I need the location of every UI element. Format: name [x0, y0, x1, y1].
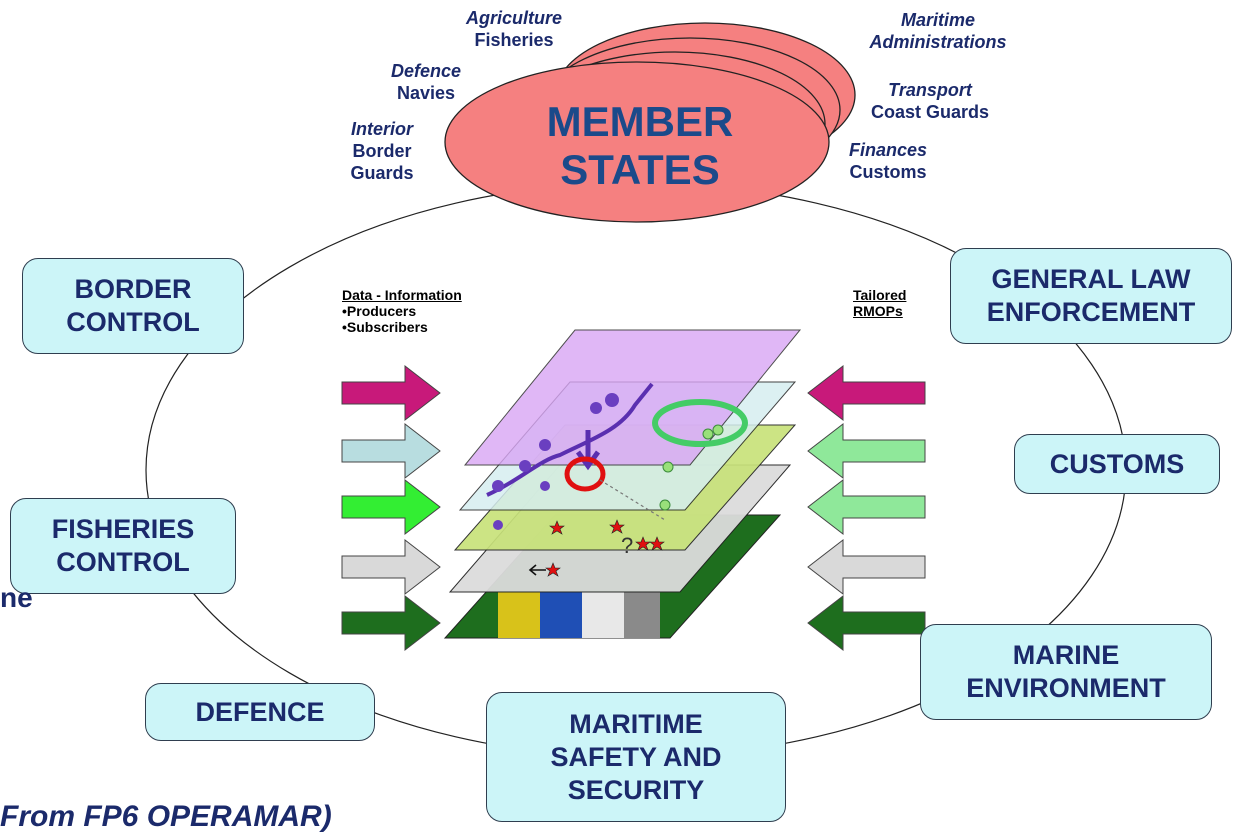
tailored-title: Tailored [853, 287, 907, 303]
ministry-defence: Defence Navies [378, 60, 474, 104]
ministry-defence-regular: Navies [396, 83, 456, 103]
rmops-title: RMOPs [853, 303, 903, 319]
vessel-track [486, 382, 654, 497]
subscribers-item: •Subscribers [342, 319, 428, 335]
highlight-circle-green [652, 399, 748, 447]
satellite-tile-white [582, 592, 624, 638]
satellite-tile-grey [624, 592, 660, 638]
customs-box[interactable]: CUSTOMS [1014, 434, 1220, 494]
partial-cut-text: ne [0, 582, 33, 613]
satellite-tile-blue [540, 592, 582, 638]
green-dots [659, 424, 724, 511]
producers-item: •Producers [342, 303, 417, 319]
ministry-transport-regular: Coast Guards [870, 102, 990, 122]
member-states-title: MEMBER STATES [546, 98, 734, 193]
ministry-maritime-regular: Administrations [869, 32, 1007, 52]
ministry-transport: Transport Coast Guards [858, 79, 1002, 123]
border-control-box[interactable]: BORDER CONTROL [22, 258, 244, 354]
output-arrow-lightgreen-1 [807, 422, 926, 480]
starburst-markers [492, 393, 619, 530]
red-star-markers [545, 519, 665, 577]
question-mark: ? [621, 533, 633, 558]
layer-stack: ? [443, 329, 802, 639]
ministry-interior: Interior Border Guards [334, 118, 430, 184]
data-information-title: Data - Information [342, 287, 462, 303]
ministry-finances-regular: Customs [849, 162, 927, 182]
input-arrow-green [341, 478, 441, 536]
member-state-ellipse-1 [444, 61, 830, 223]
small-left-arrow [528, 564, 546, 576]
ministry-interior-regular: Border Guards [350, 141, 414, 183]
output-arrows [807, 364, 926, 652]
input-arrow-darkgreen [341, 594, 441, 652]
ministry-agriculture-regular: Fisheries [474, 30, 554, 50]
member-states-ellipses [444, 22, 856, 223]
input-arrow-grey [341, 538, 441, 596]
general-law-enforcement-box[interactable]: GENERAL LAW ENFORCEMENT [950, 248, 1232, 344]
output-arrow-magenta [807, 364, 926, 422]
ministry-maritime: Maritime Administrations [858, 9, 1018, 53]
ministry-finances-italic: Finances [848, 140, 928, 160]
tailored-rmops-label: Tailored RMOPs [853, 287, 906, 319]
source-footnote: From FP6 OPERAMAR) [0, 800, 332, 833]
maritime-safety-security-box[interactable]: MARITIME SAFETY AND SECURITY [486, 692, 786, 822]
output-arrow-grey [807, 538, 926, 596]
ministry-defence-italic: Defence [390, 61, 462, 81]
highlight-circle-red [564, 456, 606, 492]
satellite-tile-yellow [498, 592, 540, 638]
dotted-link [599, 479, 666, 521]
ministry-finances: Finances Customs [838, 139, 938, 183]
output-arrow-lightgreen-2 [807, 478, 926, 536]
input-arrows [341, 364, 441, 652]
ministry-interior-italic: Interior [350, 119, 413, 139]
fisheries-control-box[interactable]: FISHERIES CONTROL [10, 498, 236, 594]
input-arrow-magenta [341, 364, 441, 422]
defence-box[interactable]: DEFENCE [145, 683, 375, 741]
input-arrow-lightblue [341, 422, 441, 480]
ministry-transport-italic: Transport [888, 80, 972, 100]
ministry-agriculture-italic: Agriculture [465, 8, 562, 28]
marine-environment-box[interactable]: MARINE ENVIRONMENT [920, 624, 1212, 720]
data-information-label: Data - Information •Producers •Subscribe… [342, 287, 462, 335]
ministry-agriculture: Agriculture Fisheries [452, 7, 576, 51]
output-arrow-darkgreen [807, 594, 926, 652]
ministry-maritime-italic: Maritime [900, 10, 976, 30]
